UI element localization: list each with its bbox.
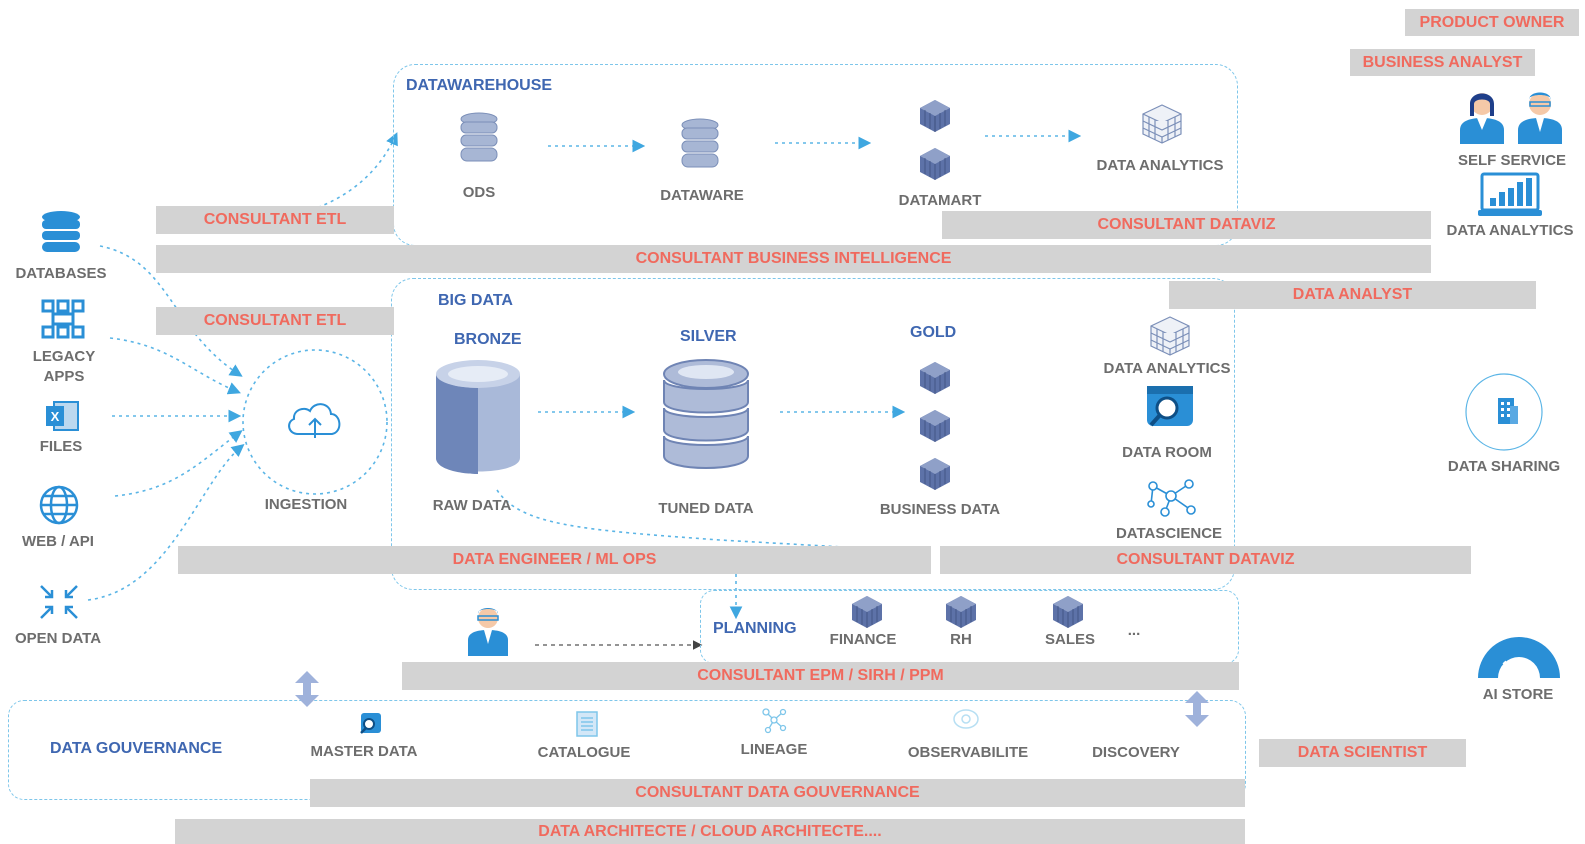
role-data-analyst: DATA ANALYST — [1169, 281, 1536, 309]
role-product-owner: PRODUCT OWNER — [1405, 9, 1579, 36]
data-room-search-icon — [1147, 386, 1193, 427]
bronze-title: BRONZE — [454, 331, 522, 348]
datawarehouse-title: DATAWAREHOUSE — [406, 77, 553, 94]
data-sharing-circle — [1465, 373, 1543, 451]
compress-arrows-icon — [40, 585, 78, 619]
raw-data-cylinder-icon — [436, 360, 520, 474]
self-service-label: SELF SERVICE — [1457, 152, 1567, 169]
analytics-dashboard-icon — [1478, 172, 1542, 216]
right-data-analytics-label: DATA ANALYTICS — [1446, 222, 1574, 239]
updown-arrow-icon — [295, 671, 319, 707]
role-consultant-dataviz-top: CONSULTANT DATAVIZ — [942, 211, 1431, 239]
ingestion-circle — [242, 349, 388, 495]
catalogue-icon — [576, 711, 598, 737]
gold-cube-icon-3 — [920, 458, 950, 490]
ingestion-label: INGESTION — [264, 496, 348, 513]
planner-user-icon — [468, 608, 508, 656]
finance-cube-icon — [852, 596, 882, 628]
bigdata-analytics-cube-icon — [1150, 316, 1190, 356]
planning-rh-label: RH — [950, 631, 972, 648]
role-consultant-bi: CONSULTANT BUSINESS INTELLIGENCE — [156, 245, 1431, 273]
ods-database-icon — [460, 112, 498, 162]
flow-raw-curve — [496, 489, 931, 553]
master-data-icon — [360, 713, 381, 734]
catalogue-label: CATALOGUE — [537, 744, 631, 761]
flow-ingestion-dwh — [297, 132, 398, 215]
flow-open-ingestion — [87, 443, 245, 601]
role-data-architecte: DATA ARCHITECTE / CLOUD ARCHITECTE.... — [175, 819, 1245, 844]
raw-data-label: RAW DATA — [432, 497, 512, 514]
building-icon — [1498, 398, 1518, 424]
role-business-analyst: BUSINESS ANALYST — [1350, 49, 1535, 76]
flow-databases-ingestion — [99, 245, 243, 377]
observabilite-label: OBSERVABILITE — [907, 744, 1029, 761]
discovery-label: DISCOVERY — [1092, 744, 1180, 761]
updown-arrow-icon-2 — [1185, 691, 1209, 727]
sales-cube-icon — [1053, 596, 1083, 628]
source-databases-label: DATABASES — [15, 265, 107, 282]
lineage-label: LINEAGE — [740, 741, 808, 758]
datascience-label: DATASCIENCE — [1115, 525, 1223, 542]
gold-cube-icon-2 — [920, 410, 950, 442]
dwh-ods-label: ODS — [462, 184, 496, 201]
role-consultant-etl-mid: CONSULTANT ETL — [156, 307, 394, 335]
gold-title: GOLD — [910, 324, 957, 341]
lineage-icon — [762, 708, 787, 734]
datamart-cube-icon — [920, 100, 950, 132]
dwh-data-analytics-label: DATA ANALYTICS — [1096, 157, 1224, 174]
tuned-data-database-icon — [663, 359, 749, 469]
dwh-dataware-label: DATAWARE — [660, 187, 744, 204]
planning-finance-label: FINANCE — [829, 631, 897, 648]
planning-more-label: ... — [1127, 622, 1141, 639]
role-consultant-gouvernance: CONSULTANT DATA GOUVERNANCE — [310, 779, 1245, 807]
network-icon — [41, 299, 85, 339]
role-data-scientist: DATA SCIENTIST — [1259, 739, 1466, 767]
silver-title: SILVER — [680, 328, 737, 345]
planning-title: PLANNING — [713, 620, 797, 637]
bigdata-box — [391, 278, 1235, 590]
gouvernance-title: DATA GOUVERNANCE — [50, 740, 223, 757]
gauge-icon — [1478, 637, 1560, 682]
source-web-label: WEB / API — [22, 533, 94, 550]
flow-legacy-ingestion — [109, 337, 241, 395]
data-sharing-label: DATA SHARING — [1447, 458, 1561, 475]
datascience-network-icon — [1147, 479, 1196, 517]
observability-icon — [953, 709, 979, 729]
role-consultant-dataviz-mid: CONSULTANT DATAVIZ — [940, 546, 1471, 574]
data-room-label: DATA ROOM — [1122, 444, 1212, 461]
cloud-upload-icon — [288, 403, 341, 438]
planning-sales-label: SALES — [1044, 631, 1096, 648]
dwh-datamart-label: DATAMART — [898, 192, 982, 209]
rh-cube-icon — [946, 596, 976, 628]
dataware-database-icon — [681, 118, 719, 168]
source-files-label: FILES — [39, 438, 83, 455]
role-consultant-epm: CONSULTANT EPM / SIRH / PPM — [402, 662, 1239, 690]
excel-file-icon: X — [46, 401, 79, 431]
business-data-label: BUSINESS DATA — [879, 501, 1001, 518]
gold-cube-icon-1 — [920, 362, 950, 394]
source-legacy-label-1: LEGACY — [32, 348, 96, 365]
flow-web-ingestion — [114, 430, 243, 497]
database-icon — [42, 211, 80, 252]
role-data-engineer: DATA ENGINEER / ML OPS — [178, 546, 931, 574]
role-consultant-etl-top: CONSULTANT ETL — [156, 206, 394, 234]
source-open-data-label: OPEN DATA — [14, 630, 102, 647]
bigdata-title: BIG DATA — [438, 292, 513, 309]
ai-store-label: AI STORE — [1482, 686, 1554, 703]
tuned-data-label: TUNED DATA — [658, 500, 754, 517]
bigdata-data-analytics-label: DATA ANALYTICS — [1103, 360, 1231, 377]
master-data-label: MASTER DATA — [310, 743, 418, 760]
source-legacy-label-2: APPS — [43, 368, 85, 385]
globe-icon — [39, 485, 79, 525]
analytics-cube-icon — [1142, 104, 1182, 144]
self-service-users-icon — [1460, 92, 1562, 144]
svg-text:X: X — [51, 409, 60, 424]
datamart-cube-icon-2 — [920, 148, 950, 180]
